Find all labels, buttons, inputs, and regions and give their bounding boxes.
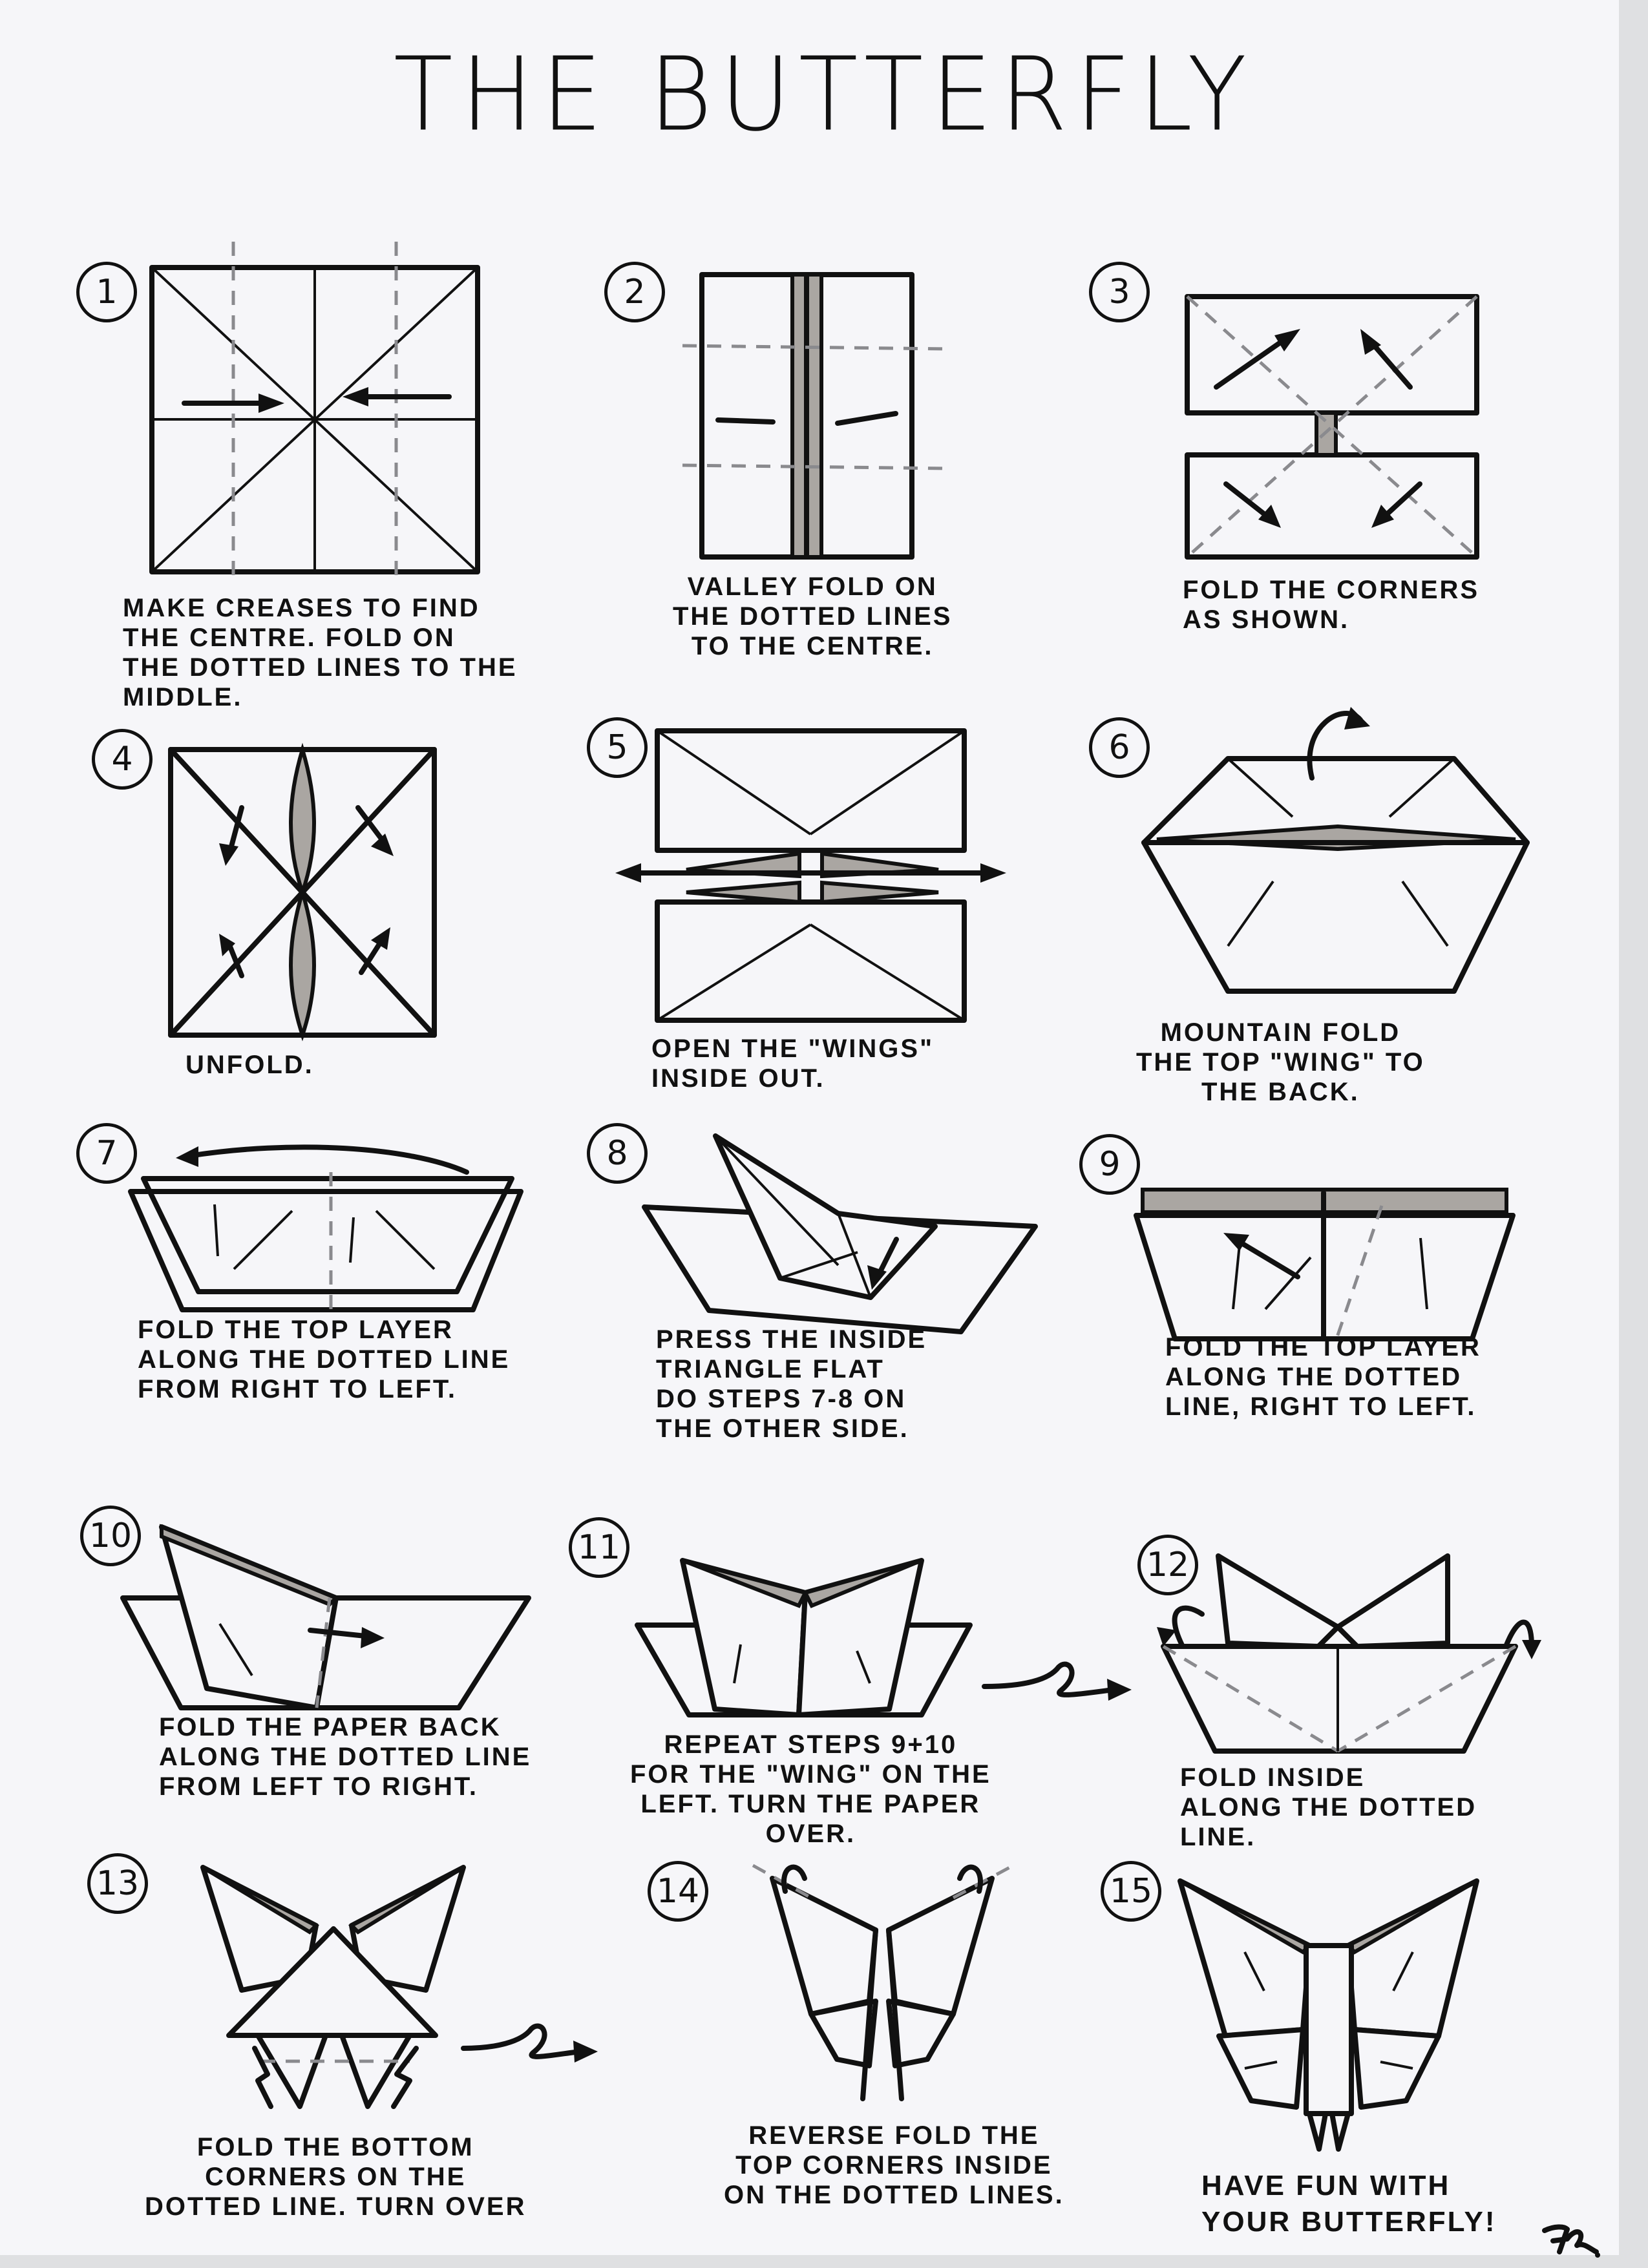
step-number-13: 13	[87, 1853, 148, 1914]
step-7-diagram	[128, 1144, 523, 1314]
page-title: THE BUTTERFLY	[393, 36, 1255, 154]
author-signature	[1542, 2224, 1600, 2258]
step-5-diagram	[615, 728, 1006, 1023]
step-6-caption: MOUNTAIN FOLD THE TOP "WING" TO THE BACK…	[1136, 1018, 1425, 1106]
step-4-diagram	[168, 742, 437, 1042]
step-number-10: 10	[80, 1506, 141, 1566]
step-6-diagram	[1141, 707, 1530, 994]
step-number-4: 4	[92, 729, 153, 790]
step-number-15: 15	[1101, 1861, 1161, 1922]
step-5-caption: OPEN THE "WINGS" INSIDE OUT.	[651, 1034, 935, 1093]
step-9-caption: FOLD THE TOP LAYER ALONG THE DOTTED LINE…	[1165, 1333, 1481, 1421]
step-3-caption: FOLD THE CORNERS AS SHOWN.	[1183, 576, 1480, 634]
step-15-diagram	[1178, 1878, 1479, 2152]
step-14-caption: REVERSE FOLD THE TOP CORNERS INSIDE ON T…	[724, 2121, 1064, 2209]
step-7-caption: FOLD THE TOP LAYER ALONG THE DOTTED LINE…	[138, 1316, 511, 1403]
turn-over-arrow	[461, 2023, 598, 2063]
step-number-2: 2	[604, 262, 665, 322]
step-number-7: 7	[76, 1123, 137, 1184]
step-11-diagram	[635, 1558, 973, 1717]
step-8-diagram	[642, 1133, 1038, 1334]
step-number-14: 14	[648, 1861, 708, 1922]
step-9-diagram	[1134, 1188, 1516, 1341]
step-8-caption: PRESS THE INSIDE TRIANGLE FLAT DO STEPS …	[656, 1325, 927, 1443]
step-number-5: 5	[587, 717, 648, 778]
step-14-diagram	[752, 1864, 1015, 2101]
step-1-diagram	[149, 242, 480, 584]
step-13-caption: FOLD THE BOTTOM CORNERS ON THE DOTTED LI…	[145, 2133, 527, 2221]
step-11-caption: REPEAT STEPS 9+10 FOR THE "WING" ON THE …	[630, 1730, 991, 1848]
step-10-caption: FOLD THE PAPER BACK ALONG THE DOTTED LIN…	[159, 1713, 532, 1801]
step-number-3: 3	[1089, 262, 1150, 322]
turn-over-arrow	[982, 1661, 1132, 1701]
step-15-caption: HAVE FUN WITH YOUR BUTTERFLY!	[1201, 2170, 1497, 2238]
step-12-diagram	[1157, 1553, 1541, 1754]
step-1-caption: MAKE CREASES TO FIND THE CENTRE. FOLD ON…	[123, 594, 518, 711]
step-number-6: 6	[1089, 717, 1150, 778]
step-12-caption: FOLD INSIDE ALONG THE DOTTED LINE.	[1180, 1763, 1477, 1851]
step-number-12: 12	[1137, 1535, 1198, 1595]
step-number-8: 8	[587, 1123, 648, 1184]
step-10-diagram	[120, 1524, 531, 1710]
step-number-9: 9	[1079, 1134, 1140, 1195]
step-3-diagram	[1185, 294, 1479, 560]
step-4-caption: UNFOLD.	[185, 1051, 314, 1079]
step-2-caption: VALLEY FOLD ON THE DOTTED LINES TO THE C…	[673, 572, 953, 660]
step-number-1: 1	[76, 262, 137, 322]
step-2-diagram	[682, 272, 948, 560]
step-13-diagram	[200, 1865, 466, 2109]
step-number-11: 11	[569, 1517, 629, 1578]
